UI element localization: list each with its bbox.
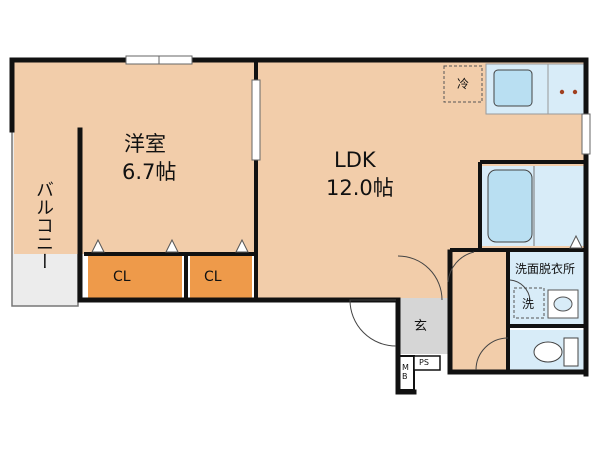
balcony-label: バルコニー [33, 180, 54, 270]
refrigerator-icon [443, 65, 483, 103]
bathtub-icon [487, 169, 533, 243]
closet-right-floor [190, 256, 252, 298]
sink-icon [493, 69, 533, 107]
washroom-door-swing-icon [509, 279, 531, 301]
closet-left-label: CL [113, 269, 131, 285]
western-room-size: 6.7帖 [122, 160, 177, 184]
western-room-name: 洋室 [124, 132, 166, 156]
washbasin-icon [547, 289, 579, 319]
windows [125, 55, 591, 161]
closet-door-icon [91, 234, 583, 253]
closet-left-floor [88, 256, 182, 298]
toilet-icon [533, 337, 579, 367]
entrance-label: 玄 [414, 319, 428, 334]
entrance-floor [398, 298, 450, 354]
meter-box-label: MB [402, 363, 409, 381]
washer-label: 洗 [522, 297, 535, 311]
washing-machine-icon [513, 287, 545, 319]
hallway-floor [450, 252, 508, 370]
stove-icon [559, 89, 578, 95]
western-room-floor [14, 62, 256, 254]
toilet-door-swing-icon [475, 337, 509, 371]
pipe-space-label: PS [419, 358, 429, 367]
washroom-label: 洗面脱衣所 [515, 262, 576, 276]
walls [9, 57, 589, 395]
entrance-door-swing-icon [349, 299, 397, 347]
closet-right-label: CL [204, 269, 222, 285]
ldk-size: 12.0帖 [326, 176, 394, 200]
ldk-name: LDK [334, 148, 376, 172]
hall-door-swing-icon [447, 251, 475, 283]
ldk-door-swing-icon [397, 255, 443, 301]
fridge-label: 冷 [457, 77, 470, 91]
pipe-space [413, 355, 441, 371]
